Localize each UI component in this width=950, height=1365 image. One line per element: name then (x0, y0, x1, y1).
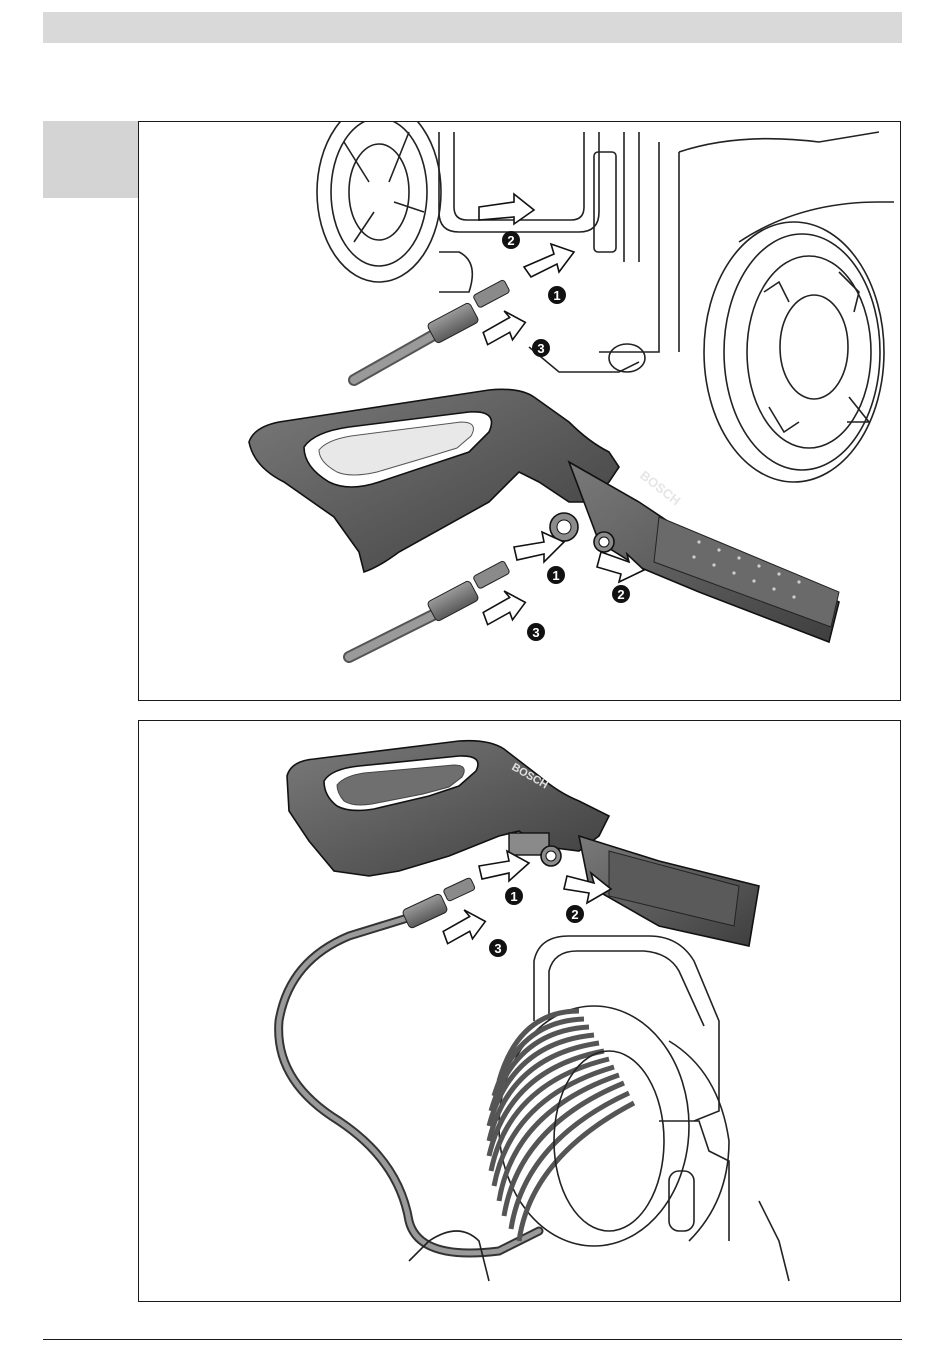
step-1-marker: 1 (510, 889, 517, 904)
step-markers-gun: 1 2 3 (527, 566, 630, 641)
step-2-marker: 2 (507, 233, 514, 248)
step-3-marker: 3 (532, 625, 539, 640)
step-1-marker: 1 (552, 568, 559, 583)
hose-gun (349, 560, 510, 657)
machine-arrows (479, 194, 574, 348)
section-tab (43, 121, 138, 198)
figure-panel-top: 2 1 3 BOSCH 1 2 3 (138, 121, 901, 701)
spray-gun: BOSCH (249, 389, 839, 642)
hose-reel-drum (409, 936, 789, 1281)
figure-panel-bottom: BOSCH 1 2 3 (138, 720, 901, 1302)
step-2-marker: 2 (617, 587, 624, 602)
illustration-gun-hose-machine: 2 1 3 BOSCH 1 2 3 (139, 122, 901, 701)
step-2-marker: 2 (571, 907, 578, 922)
step-1-marker: 1 (553, 288, 560, 303)
bosch-logo: BOSCH (637, 468, 683, 509)
step-3-marker: 3 (494, 941, 501, 956)
footer-rule (43, 1339, 902, 1340)
step-markers-gun: 1 2 3 (489, 887, 584, 957)
illustration-gun-hose-reel: BOSCH 1 2 3 (139, 721, 901, 1302)
step-3-marker: 3 (537, 341, 544, 356)
header-bar (43, 12, 902, 43)
spray-gun: BOSCH (287, 741, 759, 946)
